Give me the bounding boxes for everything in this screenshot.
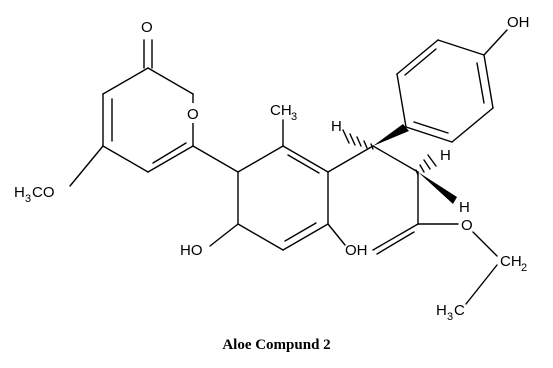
second-stereocentre <box>415 154 457 225</box>
figure-caption: Aloe Compund 2 <box>222 337 331 353</box>
chiral-h-label: H <box>459 199 470 216</box>
carbonyl-o-label: O <box>141 19 153 36</box>
bond <box>451 107 494 143</box>
double-bond <box>404 48 437 76</box>
biaryl-bond <box>192 145 239 173</box>
hash <box>363 140 368 149</box>
hash <box>349 133 356 146</box>
svg-text:H: H <box>14 184 25 201</box>
benzylic-h-label: H <box>331 118 342 135</box>
methoxy-label: H 3 CO <box>14 184 55 205</box>
bond <box>372 145 419 173</box>
svg-text:CH: CH <box>500 253 522 270</box>
bond <box>147 67 194 95</box>
enol-ether <box>372 223 498 305</box>
right-oh-label: OH <box>345 242 368 259</box>
bond <box>465 264 498 305</box>
ch3-label: H 3 C <box>436 302 465 323</box>
bond <box>396 73 407 128</box>
svg-text:CH: CH <box>270 102 292 119</box>
exo-double-bond <box>376 231 415 255</box>
double-bond <box>287 154 320 174</box>
bond <box>372 223 419 251</box>
methyl-label: CH 3 <box>270 102 297 123</box>
ch2-label: CH 2 <box>500 253 527 274</box>
double-bond <box>476 62 485 104</box>
double-bond <box>284 222 317 242</box>
hash <box>423 159 431 170</box>
svg-text:3: 3 <box>447 311 453 323</box>
oh-bond <box>209 223 239 247</box>
svg-text:3: 3 <box>25 193 31 205</box>
phenol-ring <box>396 29 508 143</box>
bond <box>282 223 329 251</box>
molecule-drawing: O O CH 3 H 3 CO OH HO OH H H H O CH 2 H … <box>14 14 530 323</box>
methoxy-bond <box>69 145 104 187</box>
central-ring <box>192 119 374 251</box>
bond <box>147 145 194 173</box>
hash <box>342 129 350 144</box>
bond <box>483 54 494 109</box>
oh-bond <box>327 223 346 246</box>
ring-o-mask <box>183 103 203 123</box>
bond <box>282 145 329 173</box>
ether-o-label: O <box>461 217 473 234</box>
bond <box>396 39 439 75</box>
hash <box>356 136 362 147</box>
double-bond <box>152 142 187 164</box>
ring-o-label: O <box>187 106 199 123</box>
chiral-h-label: H <box>440 147 451 164</box>
svg-text:3: 3 <box>291 111 297 123</box>
left-oh-label: HO <box>180 242 203 259</box>
bond <box>237 223 284 251</box>
pyranone-ring <box>69 39 194 187</box>
bond <box>102 145 149 173</box>
svg-text:CO: CO <box>32 184 55 201</box>
oh-bond <box>483 29 508 56</box>
svg-text:H: H <box>436 302 447 319</box>
hash <box>370 143 374 150</box>
svg-text:2: 2 <box>521 262 527 274</box>
wedge-bond <box>373 124 409 146</box>
hash <box>427 154 437 167</box>
phenol-oh-label: OH <box>507 14 530 31</box>
svg-text:C: C <box>454 302 465 319</box>
wedge-bond <box>418 172 457 204</box>
side-chain-bond <box>327 145 374 173</box>
bond <box>405 126 453 143</box>
bond <box>437 39 485 56</box>
bond <box>472 231 498 257</box>
bond <box>237 145 284 173</box>
bond <box>102 67 149 95</box>
benzylic-stereocentre <box>342 124 419 173</box>
hash <box>419 164 425 173</box>
double-bond <box>413 121 449 134</box>
